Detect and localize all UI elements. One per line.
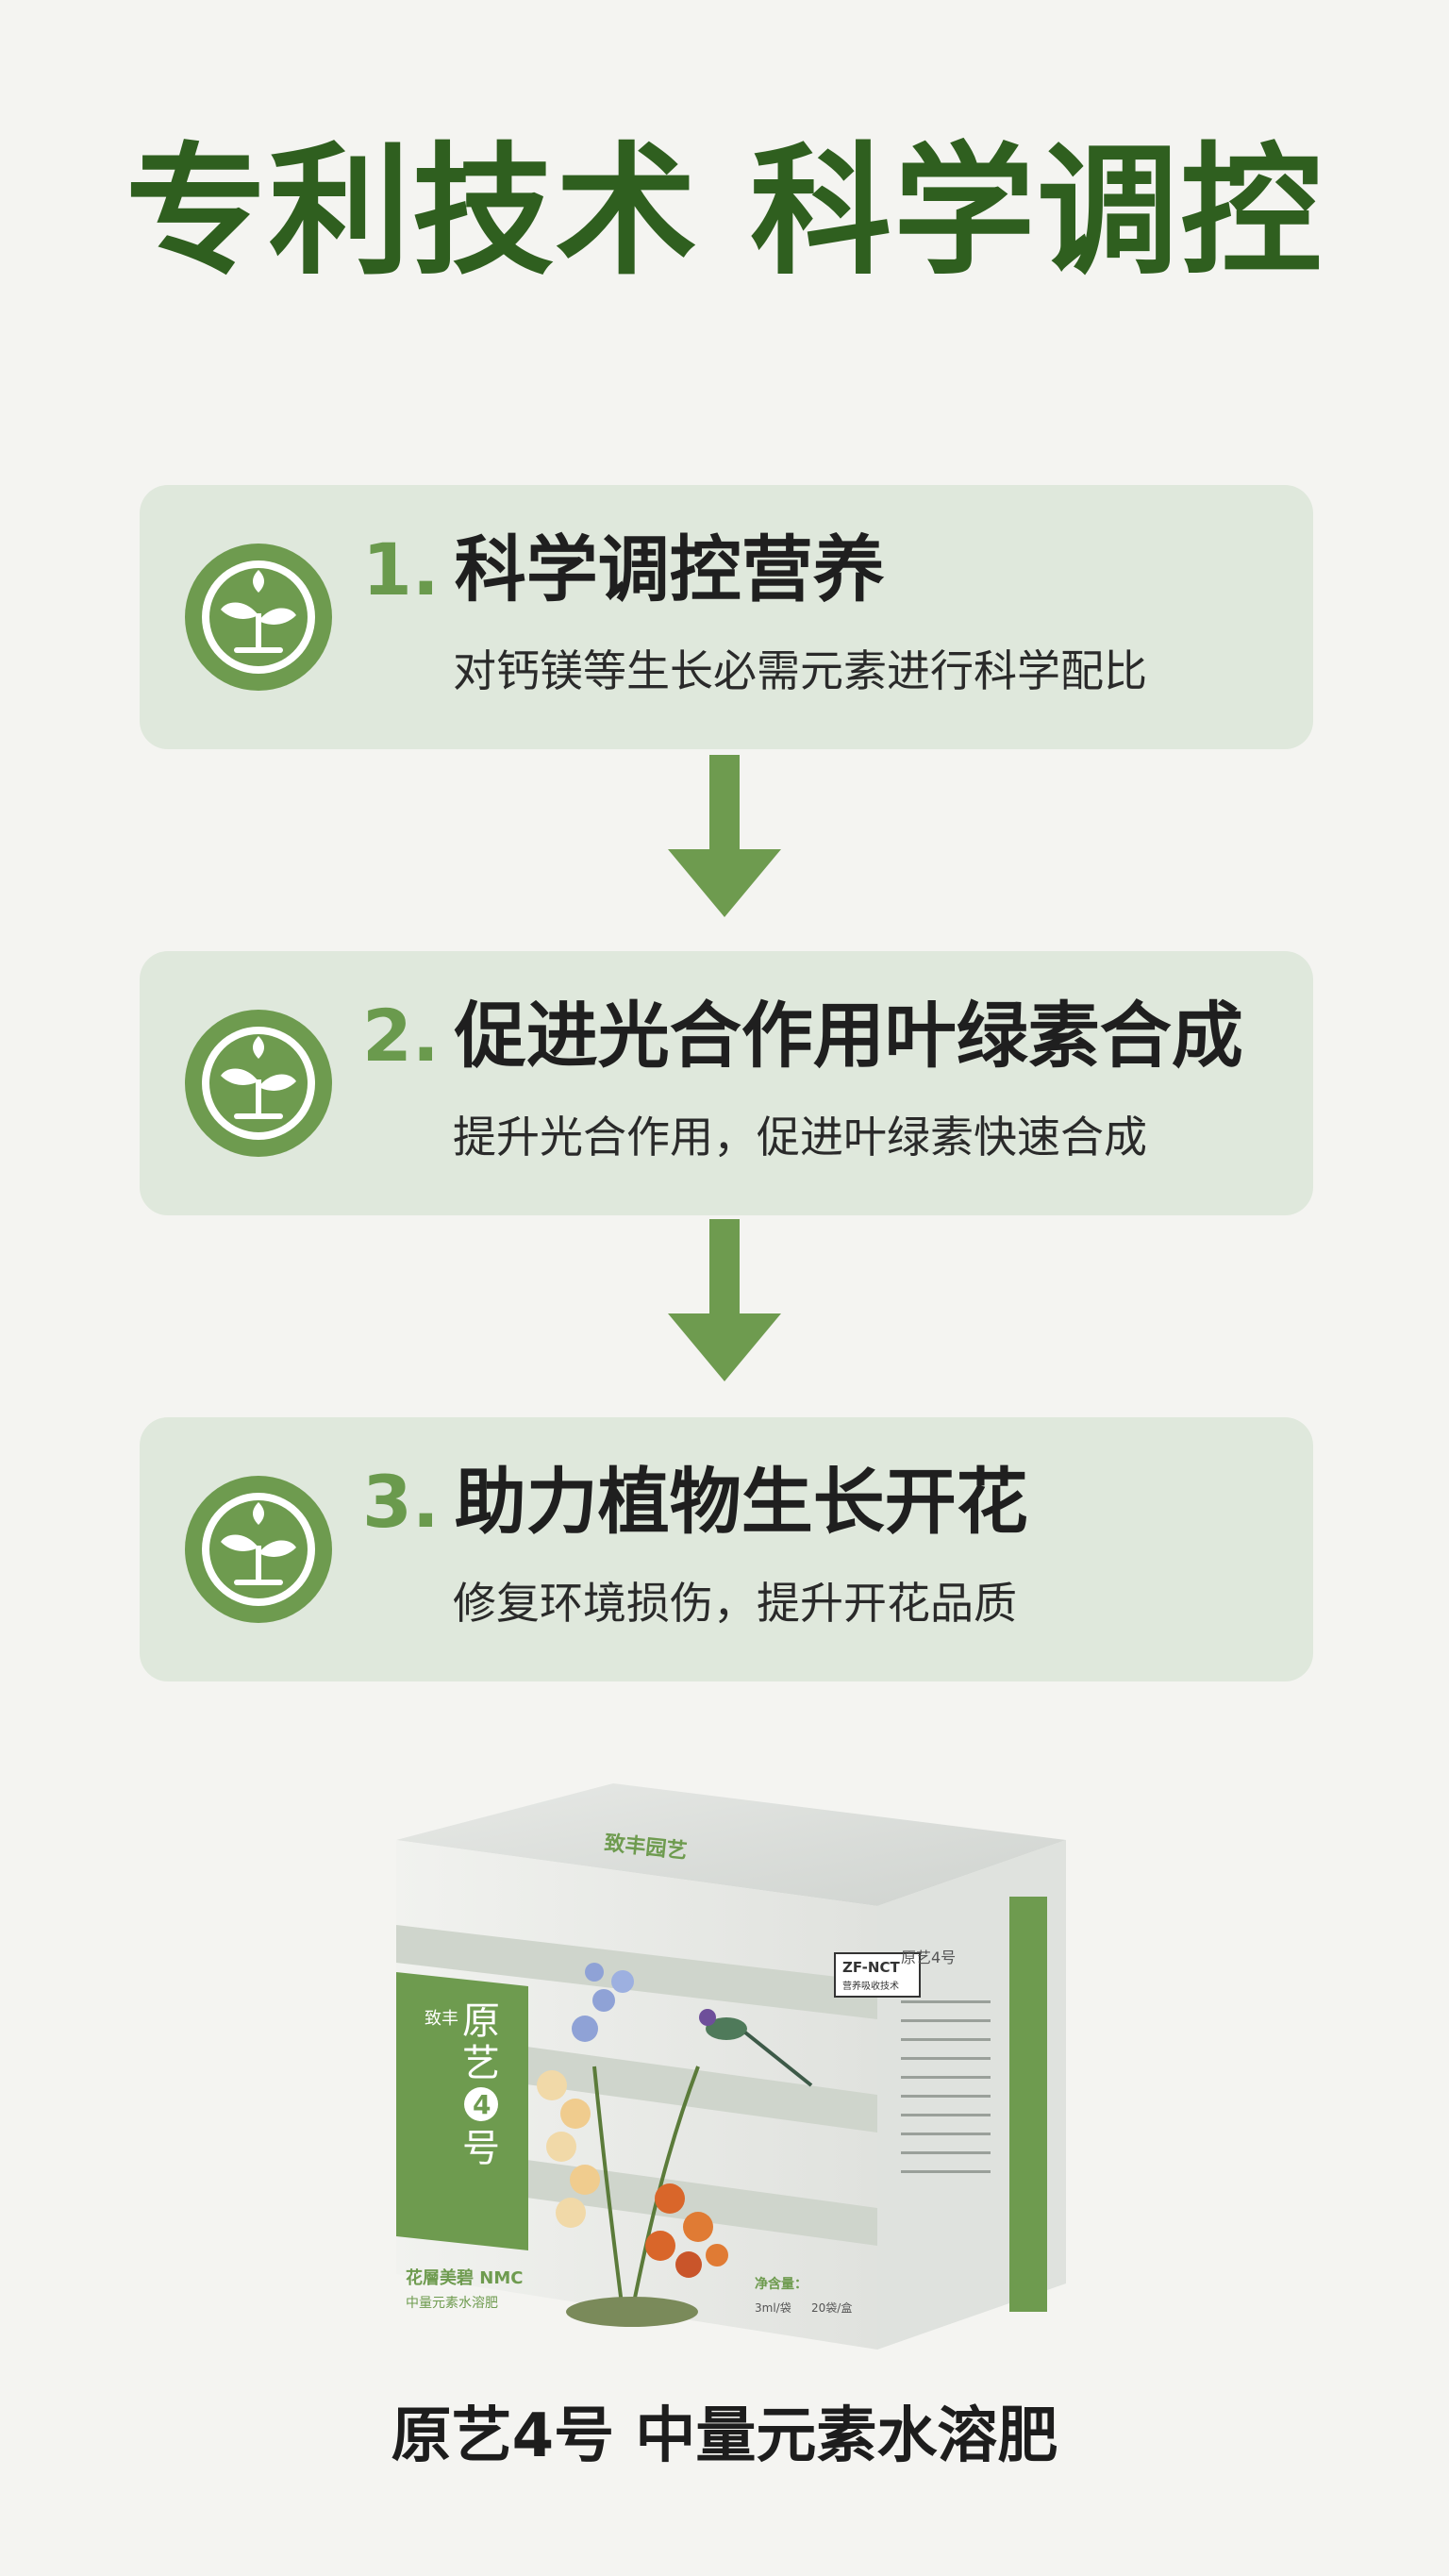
step-title: 3.助力植物生长开花 (362, 1460, 1028, 1544)
box-brand-small: 致丰 (425, 2009, 458, 2029)
step-description: 对钙镁等生长必需元素进行科学配比 (453, 645, 1147, 696)
flower-illustration-icon (537, 1963, 728, 2327)
arrow-down-icon (668, 755, 781, 917)
box-series: 花層美碧 NMC (406, 2267, 523, 2288)
box-badge: ZF-NCT (842, 1959, 900, 1976)
sprout-icon (185, 1010, 332, 1157)
sprout-icon (185, 544, 332, 691)
box-name-line3: 号 (462, 2127, 500, 2170)
step-card-1: 1.科学调控营养 对钙镁等生长必需元素进行科学配比 (140, 485, 1313, 749)
page-title: 专利技术 科学调控 (125, 130, 1324, 294)
box-name-line2: 艺 (462, 2042, 500, 2085)
box-name-number: 4 (473, 2089, 491, 2120)
box-name-line1: 原 (462, 1999, 500, 2043)
bird-icon (699, 2009, 813, 2087)
step-title: 1.科学调控营养 (362, 527, 885, 611)
step-description: 提升光合作用，促进叶绿素快速合成 (453, 1112, 1147, 1163)
box-net-volume: 3ml/袋 (755, 2301, 791, 2315)
sprout-icon (185, 1476, 332, 1623)
box-side-label: 原艺4号 (901, 1949, 956, 1966)
step-card-2: 2.促进光合作用叶绿素合成 提升光合作用，促进叶绿素快速合成 (140, 951, 1313, 1215)
box-net-label: 净含量： (755, 2276, 808, 2292)
step-card-3: 3.助力植物生长开花 修复环境损伤，提升开花品质 (140, 1417, 1313, 1681)
arrow-down-icon (668, 1219, 781, 1381)
product-caption: 原艺4号 中量元素水溶肥 (391, 2401, 1058, 2471)
step-description: 修复环境损伤，提升开花品质 (453, 1578, 1017, 1629)
step-title: 2.促进光合作用叶绿素合成 (362, 994, 1243, 1078)
box-badge-sub: 营养吸收技术 (842, 1980, 899, 1992)
box-subtitle: 中量元素水溶肥 (406, 2296, 498, 2311)
product-box: 致丰 原 艺 4 号 花層美碧 NMC 中量元素水溶肥 致丰园艺 ZF-NCT … (396, 1783, 1066, 2350)
box-green-panel (396, 1972, 528, 2250)
box-net-count: 20袋/盒 (811, 2300, 852, 2315)
box-top-face (396, 1783, 1066, 1906)
